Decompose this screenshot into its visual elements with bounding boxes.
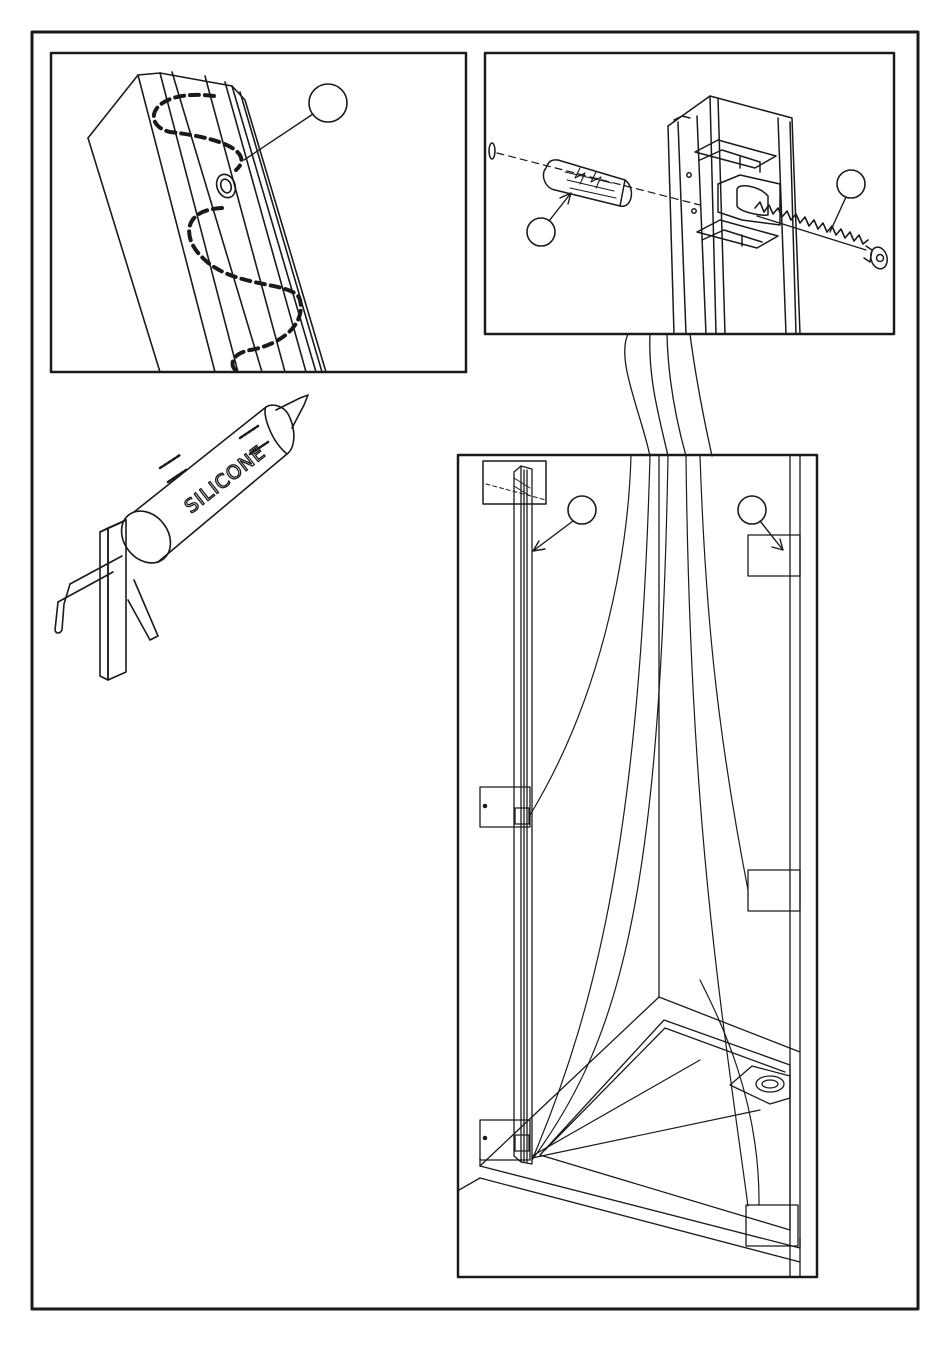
anchor-detail-panel bbox=[485, 53, 894, 334]
right-upper-box bbox=[748, 535, 800, 576]
screw-callout-leader bbox=[830, 197, 846, 232]
anchor-detail-frame bbox=[485, 53, 894, 334]
gun-trigger bbox=[128, 580, 158, 640]
profile-section-drawing bbox=[88, 72, 326, 372]
profile-callout-leader bbox=[533, 521, 573, 551]
plug-callout-leader bbox=[549, 193, 571, 221]
right-middle-box bbox=[748, 870, 800, 911]
fixing-screw bbox=[755, 202, 890, 271]
sealant-callout-leader bbox=[244, 114, 313, 160]
wall-profile-vertical bbox=[668, 96, 800, 334]
shower-tray bbox=[459, 997, 800, 1262]
page-border bbox=[32, 32, 918, 1309]
sealant-detail-frame bbox=[51, 53, 466, 372]
profile-callout-circle bbox=[568, 496, 596, 524]
installation-view-panel bbox=[458, 455, 817, 1277]
plug-callout-circle bbox=[527, 218, 555, 246]
caulking-gun: SILICONE bbox=[55, 395, 308, 680]
sealant-callout-circle bbox=[309, 84, 347, 122]
silicone-cartridge: SILICONE bbox=[111, 395, 308, 573]
installed-wall-profile bbox=[514, 466, 532, 1164]
wall-plug bbox=[543, 160, 631, 206]
panel-connector-lines bbox=[625, 334, 712, 456]
middle-hole-box bbox=[480, 787, 530, 827]
sealant-detail-panel bbox=[51, 53, 466, 372]
wall-callout-circle bbox=[738, 496, 766, 524]
installation-view-frame bbox=[458, 455, 817, 1277]
wall-hole bbox=[489, 143, 495, 159]
screw-callout-circle bbox=[837, 170, 865, 198]
gun-handle bbox=[108, 520, 126, 680]
